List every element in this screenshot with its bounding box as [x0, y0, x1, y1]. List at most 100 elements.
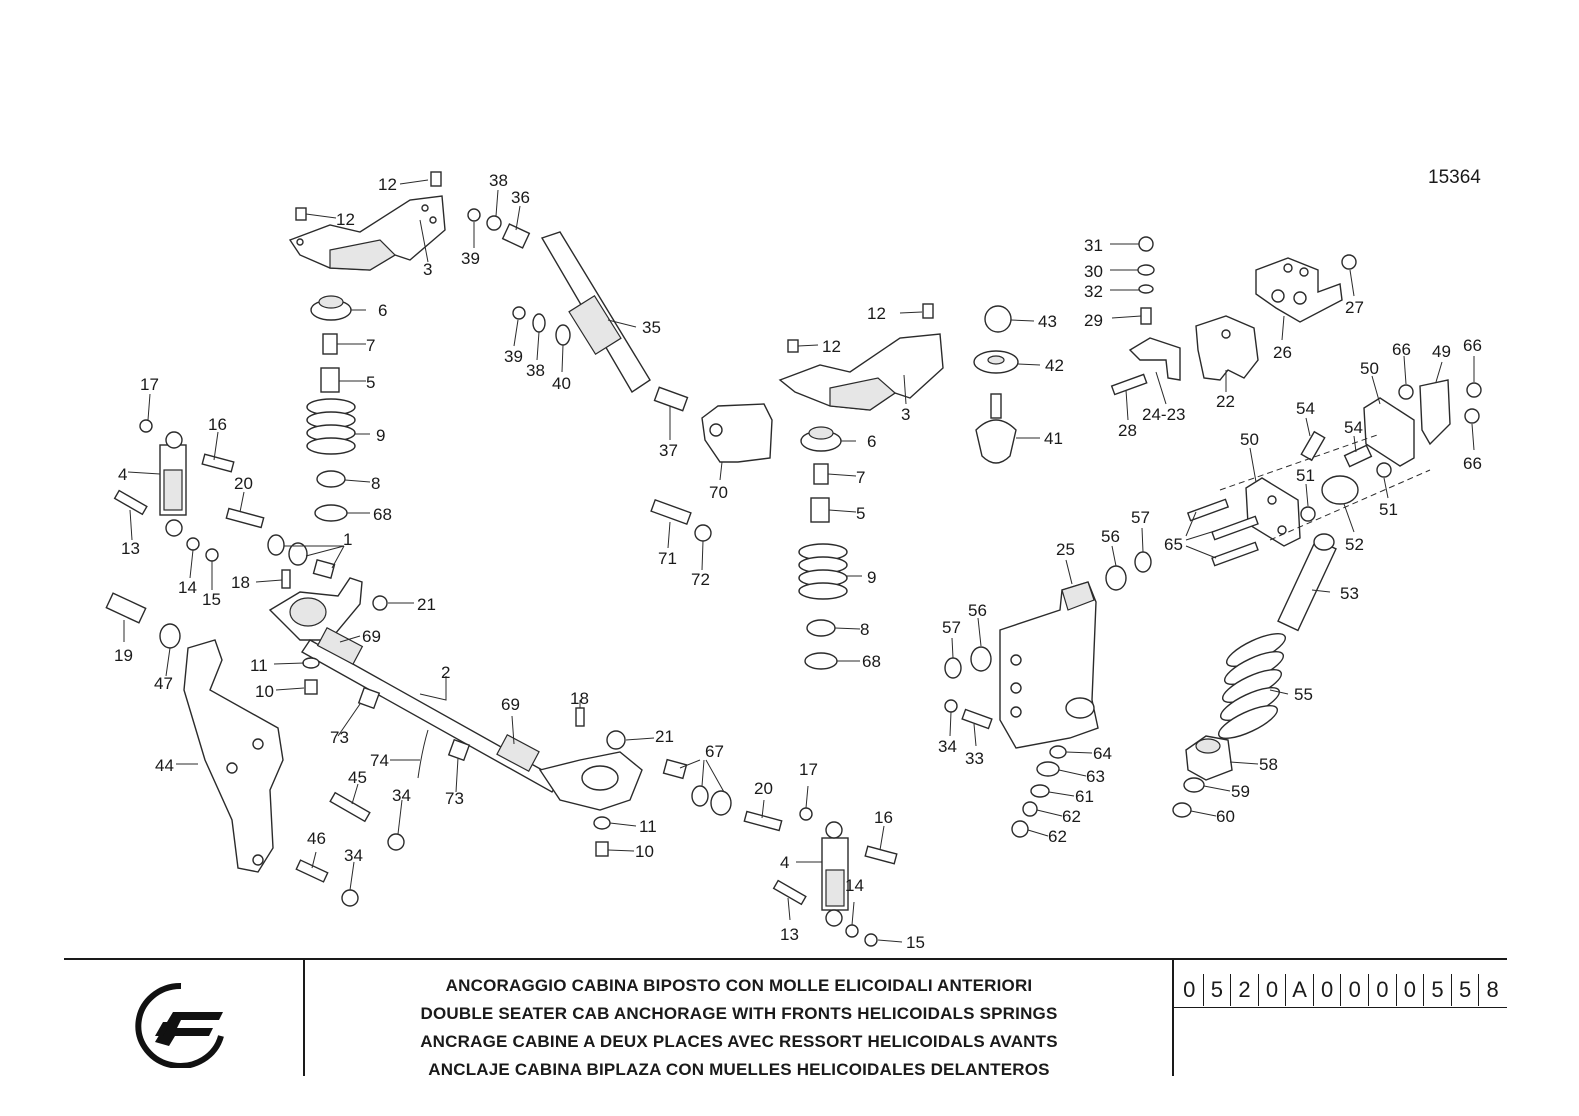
callout-label: 50	[1360, 359, 1379, 378]
callout-label: 59	[1231, 782, 1250, 801]
callout-label: 1	[343, 530, 352, 549]
callout-label: 49	[1432, 342, 1451, 361]
callout-label: 56	[1101, 527, 1120, 546]
callout-label: 60	[1216, 807, 1235, 826]
callout-label: 35	[642, 318, 661, 337]
callout-label: 36	[511, 188, 530, 207]
callout-label: 8	[371, 474, 380, 493]
callout-label: 2	[441, 663, 450, 682]
callout-label: 3	[901, 405, 910, 424]
callout-label: 65	[1164, 535, 1183, 554]
callout-label: 51	[1296, 466, 1315, 485]
callout-label: 69	[362, 627, 381, 646]
callout-label: 10	[635, 842, 654, 861]
center-group-drawing	[778, 236, 1357, 838]
callout-label: 68	[373, 505, 392, 524]
callout-label: 32	[1084, 282, 1103, 301]
callout-label: 29	[1084, 311, 1103, 330]
callout-label: 44	[155, 756, 174, 775]
callout-label: 66	[1463, 336, 1482, 355]
callout-label: 20	[234, 474, 253, 493]
callout-label: 4	[780, 853, 789, 872]
callout-label: 15	[906, 933, 925, 952]
callout-label: 12	[336, 210, 355, 229]
callout-label: 69	[501, 695, 520, 714]
callout-label: 45	[348, 768, 367, 787]
leader-lines	[123, 179, 1475, 943]
callout-label: 51	[1379, 500, 1398, 519]
callout-label: 67	[705, 742, 724, 761]
callout-label: 57	[942, 618, 961, 637]
callout-label: 73	[330, 728, 349, 747]
callout-label: 18	[570, 689, 589, 708]
callout-label: 24-23	[1142, 405, 1185, 424]
callout-label: 62	[1062, 807, 1081, 826]
callout-label: 47	[154, 674, 173, 693]
callout-label: 66	[1463, 454, 1482, 473]
callout-label: 74	[370, 751, 389, 770]
callout-label: 9	[376, 426, 385, 445]
callout-label: 68	[862, 652, 881, 671]
callout-label: 5	[366, 373, 375, 392]
callout-label: 22	[1216, 392, 1235, 411]
callout-label: 21	[655, 727, 674, 746]
callout-label: 40	[552, 374, 571, 393]
callout-label: 11	[250, 656, 268, 675]
callout-label: 12	[378, 175, 397, 194]
callout-label: 31	[1084, 236, 1103, 255]
callout-label: 46	[307, 829, 326, 848]
callout-label: 42	[1045, 356, 1064, 375]
callout-label: 8	[860, 620, 869, 639]
callout-label: 61	[1075, 787, 1094, 806]
callout-label: 6	[867, 432, 876, 451]
callout-label: 38	[489, 171, 508, 190]
callout-label: 71	[658, 549, 677, 568]
callout-label: 19	[114, 646, 133, 665]
callout-label: 33	[965, 749, 984, 768]
callout-label: 12	[867, 304, 886, 323]
callout-label: 9	[867, 568, 876, 587]
callout-label: 7	[366, 336, 375, 355]
callout-label: 72	[691, 570, 710, 589]
callout-label: 34	[344, 846, 363, 865]
callout-label: 73	[445, 789, 464, 808]
callout-label: 54	[1296, 399, 1315, 418]
callout-label: 14	[178, 578, 197, 597]
coil-spring-left	[306, 398, 356, 455]
drawing-number: 15364	[1428, 167, 1481, 188]
callout-label: 16	[874, 808, 893, 827]
callout-label: 5	[856, 504, 865, 523]
callout-label: 39	[461, 249, 480, 268]
callout-label: 50	[1240, 430, 1259, 449]
right-group-drawing	[1172, 379, 1482, 818]
coil-spring-right	[1217, 633, 1287, 739]
callout-label: 18	[231, 573, 250, 592]
coil-spring-center	[798, 543, 848, 600]
callout-label: 56	[968, 601, 987, 620]
callout-label: 37	[659, 441, 678, 460]
callout-label: 41	[1044, 429, 1063, 448]
callout-label: 15	[202, 590, 221, 609]
callout-label: 34	[392, 786, 411, 805]
callout-label: 25	[1056, 540, 1075, 559]
callout-label: 34	[938, 737, 957, 756]
callout-label: 54	[1344, 418, 1363, 437]
callout-label: 28	[1118, 421, 1137, 440]
callout-label: 6	[378, 301, 387, 320]
callout-label: 55	[1294, 685, 1313, 704]
callout-label: 21	[417, 595, 436, 614]
callout-label: 58	[1259, 755, 1278, 774]
callout-label: 4	[118, 465, 127, 484]
callout-label: 27	[1345, 298, 1364, 317]
callout-label: 3	[423, 260, 432, 279]
callout-label: 38	[526, 361, 545, 380]
callout-label: 53	[1340, 584, 1359, 603]
callout-labels: 15364 12 12 3 39 38 36 6 7 5 9 8 68 35 3…	[114, 167, 1482, 952]
callout-label: 16	[208, 415, 227, 434]
callout-label: 12	[822, 337, 841, 356]
callout-label: 7	[856, 468, 865, 487]
callout-label: 14	[845, 876, 864, 895]
callout-label: 64	[1093, 744, 1112, 763]
callout-label: 43	[1038, 312, 1057, 331]
